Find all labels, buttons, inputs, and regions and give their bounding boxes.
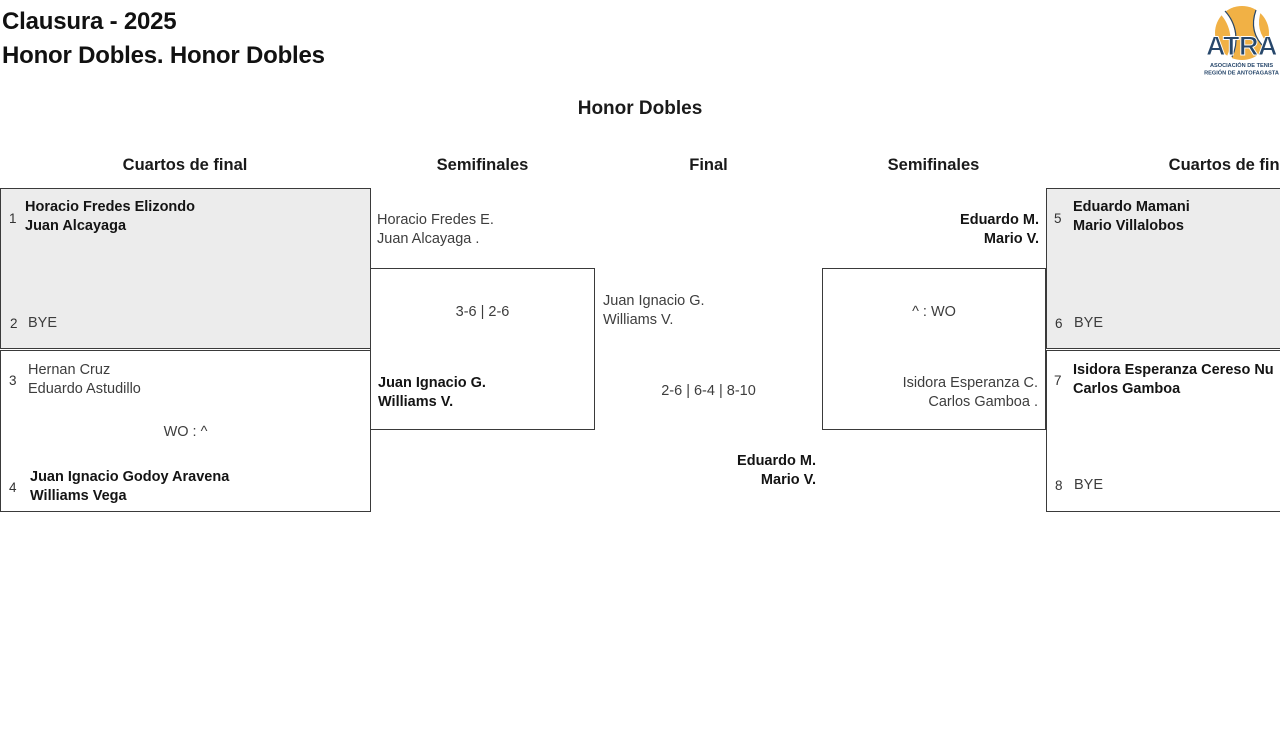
player-name: Juan Ignacio G. [603,293,705,309]
player-name: Eduardo M. [960,212,1039,228]
player-name: Juan Ignacio G. [378,375,486,391]
team-names: Eduardo Mamani Mario Villalobos [1073,198,1190,236]
final-score: 2-6 | 6-4 | 8-10 [661,383,756,399]
team-names-final-winner: Eduardo M. Mario V. [597,452,816,490]
player-name: Juan Ignacio Godoy Aravena [30,469,230,485]
match-score: ^ : WO [912,304,956,320]
team-names: Juan Ignacio G. Williams V. [378,374,486,412]
round-header-qf-right: Cuartos de final [1168,156,1280,174]
match-box-qf-right-2: 7 Isidora Esperanza Cereso Nu Carlos Gam… [1046,350,1280,512]
tennis-ball-seam-outline [1224,10,1237,58]
player-name: Horacio Fredes Elizondo [25,199,195,215]
tournament-title: Clausura - 2025 [2,8,177,35]
match-box-qf-left-1: 1 Horacio Fredes Elizondo Juan Alcayaga … [0,188,371,349]
team-names: Hernan Cruz Eduardo Astudillo [28,361,141,399]
player-name: Isidora Esperanza C. [902,375,1038,391]
tennis-ball-seam [1253,8,1270,49]
player-name: Horacio Fredes E. [377,212,494,228]
seed-number: 5 [1054,210,1062,226]
seed-number: 1 [9,210,17,226]
player-name: Mario V. [760,472,816,488]
player-name: Eduardo Mamani [1073,199,1190,215]
player-name: BYE [1074,477,1104,493]
player-name: Carlos Gamboa [1073,381,1181,397]
player-name: BYE [1074,315,1104,331]
player-name: Mario Villalobos [1073,218,1184,234]
team-names-sf-right-top: Eduardo M. Mario V. [822,211,1039,249]
match-box-qf-right-1: 5 Eduardo Mamani Mario Villalobos 6 BYE [1046,188,1280,349]
bracket-title: Honor Dobles [577,98,703,119]
seed-number: 8 [1055,478,1063,493]
round-header-sf-left: Semifinales [436,156,529,174]
team-names-final-left: Juan Ignacio G. Williams V. [603,292,705,330]
atra-logo-graphic: ATRA ASOCIACIÓN DE TENIS REGIÓN DE ANTOF… [1204,6,1279,77]
seed-number: 4 [9,479,17,495]
player-name: Carlos Gamboa . [928,394,1038,410]
seed-number: 2 [10,316,18,331]
atra-logo: ATRA ASOCIACIÓN DE TENIS REGIÓN DE ANTOF… [1204,3,1279,79]
player-name: Hernan Cruz [28,362,111,378]
tennis-ball-seam-outline [1252,9,1266,49]
team-names: Isidora Esperanza C. Carlos Gamboa . [903,374,1038,412]
match-score: 3-6 | 2-6 [455,304,510,320]
player-name: Isidora Esperanza Cereso Nu [1073,362,1274,378]
team-names-sf-left-top: Horacio Fredes E. Juan Alcayaga . [377,211,494,249]
match-box-sf-left: 3-6 | 2-6 Juan Ignacio G. Williams V. [370,268,595,430]
team-names: Juan Ignacio Godoy Aravena Williams Vega [30,468,229,506]
player-name: Juan Alcayaga . [377,231,480,247]
seed-number: 6 [1055,316,1063,331]
player-name: BYE [28,315,58,331]
player-name: Williams V. [603,312,674,328]
team-names: Isidora Esperanza Cereso Nu Carlos Gambo… [1073,361,1274,399]
round-header-final: Final [689,156,728,174]
match-box-qf-left-2: 3 Hernan Cruz Eduardo Astudillo WO : ^ 4… [0,350,371,512]
player-name: Williams V. [378,394,454,410]
team-names: BYE [1074,314,1103,333]
team-names: Horacio Fredes Elizondo Juan Alcayaga [25,198,195,236]
seed-number: 7 [1054,372,1062,388]
player-name: Williams Vega [30,488,127,504]
player-name: Mario V. [983,231,1039,247]
player-name: Juan Alcayaga [25,218,127,234]
round-header-qf-left: Cuartos de final [122,156,248,174]
player-name: Eduardo Astudillo [28,381,141,397]
team-names: BYE [1074,476,1103,495]
team-names: BYE [28,314,57,333]
match-score: WO : ^ [163,424,208,440]
logo-subtitle-line2: REGIÓN DE ANTOFAGASTA [1204,69,1279,77]
tennis-ball-seam [1220,10,1236,60]
round-header-sf-right: Semifinales [887,156,980,174]
logo-subtitle-line1: ASOCIACIÓN DE TENIS [1210,61,1273,69]
logo-acronym: ATRA [1206,31,1277,61]
match-box-sf-right: ^ : WO Isidora Esperanza C. Carlos Gambo… [822,268,1046,430]
category-title: Honor Dobles. Honor Dobles [2,42,325,69]
player-name: Eduardo M. [737,453,816,469]
seed-number: 3 [9,372,17,388]
